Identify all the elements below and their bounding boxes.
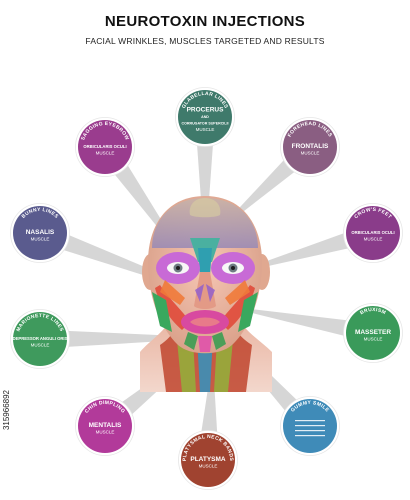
bubble-muscle-text: MUSCLE	[364, 336, 383, 341]
bubble-muscle-text: MUSCLE	[199, 463, 218, 468]
face-illustration	[140, 196, 272, 392]
page-subtitle: FACIAL WRINKLES, MUSCLES TARGETED AND RE…	[85, 36, 325, 46]
bubble-fill	[346, 206, 400, 260]
ray-crows_feet	[251, 232, 350, 270]
ray-marionette	[66, 330, 191, 347]
masseter-left	[152, 292, 172, 332]
bubble-muscle-text: MENTALIS	[89, 422, 122, 429]
bubble-fill	[346, 306, 400, 360]
bubble-muscle-text: ORBICULARIS OCULI	[351, 230, 394, 235]
ray-forehead	[228, 159, 296, 222]
gummy-list-line	[295, 430, 325, 432]
bubble-gummy: GUMMY SMILE	[280, 396, 340, 456]
bubble-fill	[13, 206, 67, 260]
gummy-list-line	[295, 435, 325, 437]
bubble-fill	[178, 90, 232, 144]
bubble-fill	[13, 312, 67, 366]
bubble-fill	[78, 399, 132, 453]
gummy-list-line	[295, 420, 325, 422]
bubble-muscle-text: MUSCLE	[31, 236, 50, 241]
bubble-muscle-text: MUSCLE	[196, 127, 215, 132]
bubble-muscle-text: PROCERUS	[187, 106, 225, 113]
masseter-right	[238, 292, 258, 332]
bubble-muscle-text: FRONTALIS	[292, 143, 329, 150]
bubble-fill	[181, 433, 235, 487]
frontalis-muscle	[152, 198, 258, 248]
bubble-muscle-text: CORRUGATOR SUPERCILII	[182, 121, 229, 125]
bubble-muscle-text: ORBICULARIS OCULI	[83, 144, 126, 149]
bubble-muscle-text: MUSCLE	[301, 150, 320, 155]
bubble-muscle-text: PLATYSMA	[190, 456, 226, 463]
bubble-fill	[283, 120, 337, 174]
stock-id: 315966892	[2, 390, 11, 431]
bubble-arc-label: BRUXISM	[359, 307, 387, 316]
lips	[190, 317, 220, 327]
bubble-muscle-text: MUSCLE	[96, 150, 115, 155]
bubble-muscle-text: MUSCLE	[364, 236, 383, 241]
bubble-muscle-text: AND	[201, 115, 209, 119]
bubble-muscle-text: NASALIS	[26, 229, 55, 236]
bubble-muscle-text: MASSETER	[355, 329, 391, 336]
bubble-muscle-text: MUSCLE	[96, 429, 115, 434]
ray-glabellar	[197, 144, 213, 235]
mentalis-chin	[198, 336, 212, 352]
bubble-muscle-text: MUSCLE	[31, 342, 50, 347]
ray-bruxism	[245, 308, 348, 337]
bubble-fill	[78, 120, 132, 174]
page-title: NEUROTOXIN INJECTIONS	[104, 13, 306, 30]
bubble-muscle-text: DEPRESSOR ANGULI ORIS	[13, 336, 68, 341]
gummy-list-line	[295, 425, 325, 427]
